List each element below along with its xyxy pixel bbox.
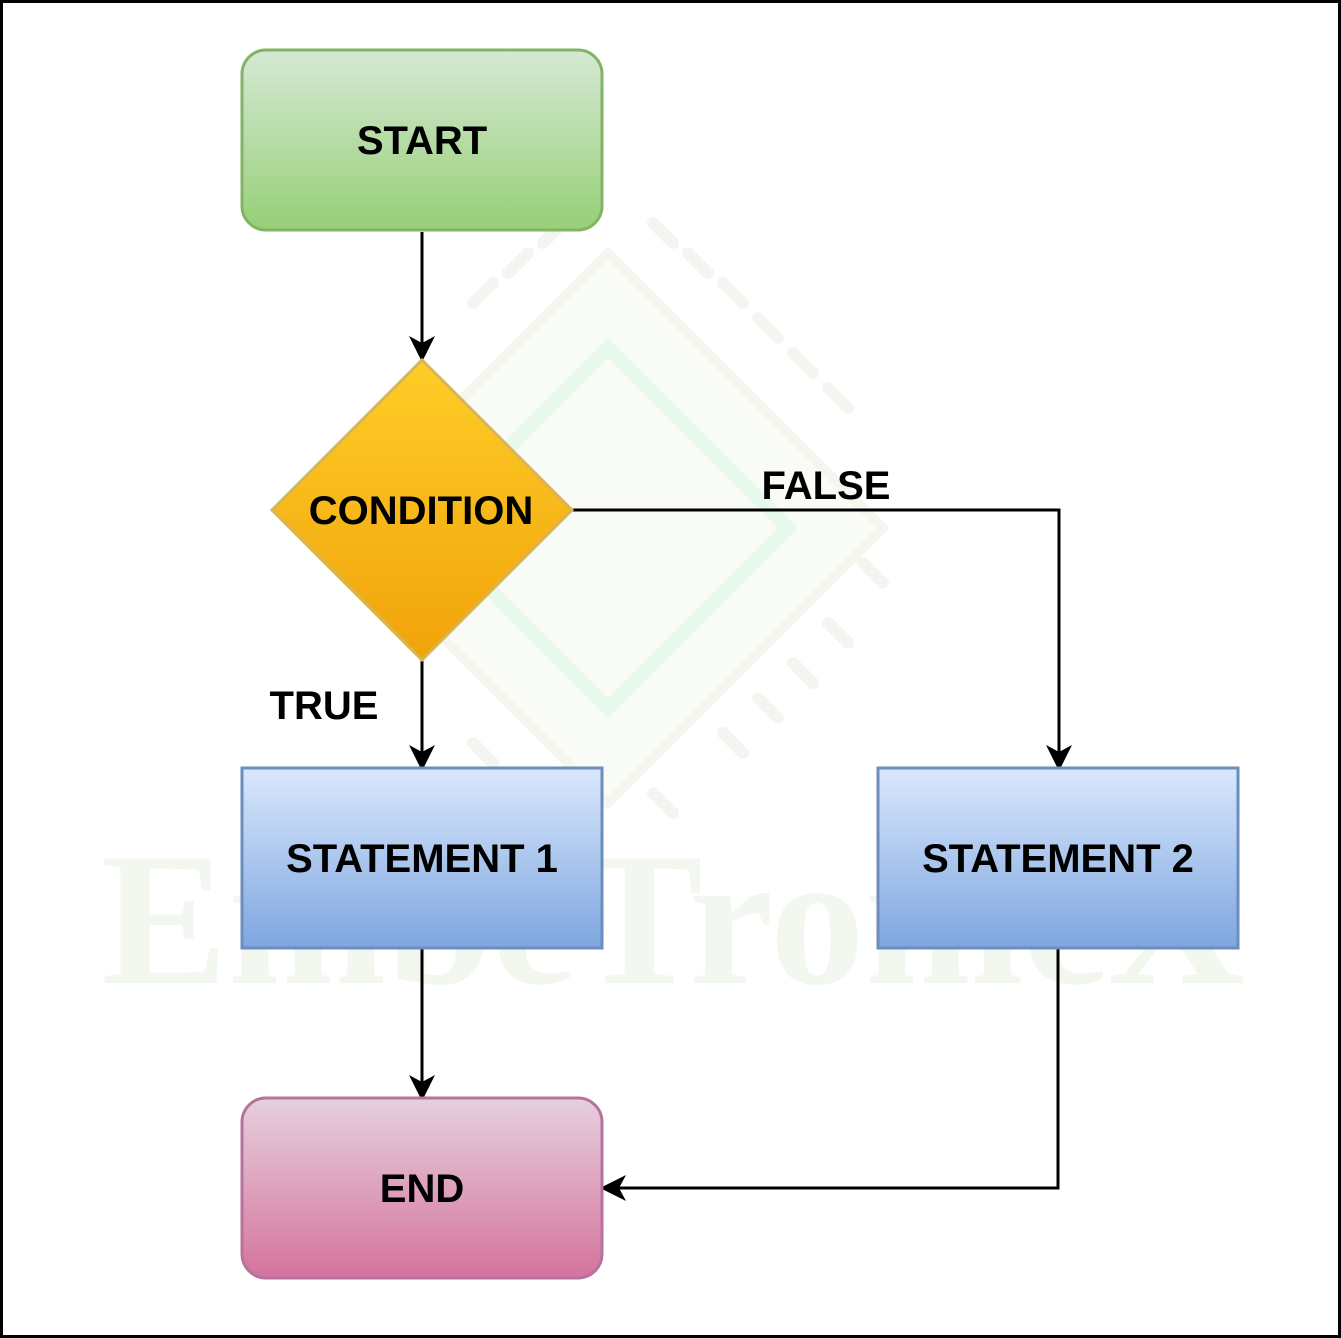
edge-label-true: TRUE: [270, 684, 379, 728]
start-node-label: START: [357, 119, 487, 163]
end-node-shape: [240, 1096, 604, 1280]
condition-node-shape: [269, 357, 575, 663]
edge-condition-to-statement2: [572, 508, 1072, 771]
edge-label-false: FALSE: [762, 464, 891, 508]
start-node: START: [240, 48, 604, 232]
end-node-label: END: [380, 1167, 464, 1211]
statement1-node-label: STATEMENT 1: [286, 837, 558, 881]
chip-logo-icon: [325, 217, 891, 819]
condition-node: CONDITION: [269, 357, 575, 663]
condition-node-label: CONDITION: [309, 489, 533, 533]
statement2-node: STATEMENT 2: [876, 766, 1240, 950]
statement1-node: STATEMENT 1: [240, 766, 604, 950]
flowchart-canvas: EmbeTronicX FALSE TRUE START CONDITION S…: [101, 48, 1245, 1280]
end-node: END: [240, 1096, 604, 1280]
connectors: [409, 232, 1072, 1201]
statement1-node-shape: [240, 766, 604, 950]
statement2-node-label: STATEMENT 2: [922, 837, 1194, 881]
start-node-shape: [240, 48, 604, 232]
edge-statement2-to-end: [600, 949, 1060, 1201]
statement2-node-shape: [876, 766, 1240, 950]
